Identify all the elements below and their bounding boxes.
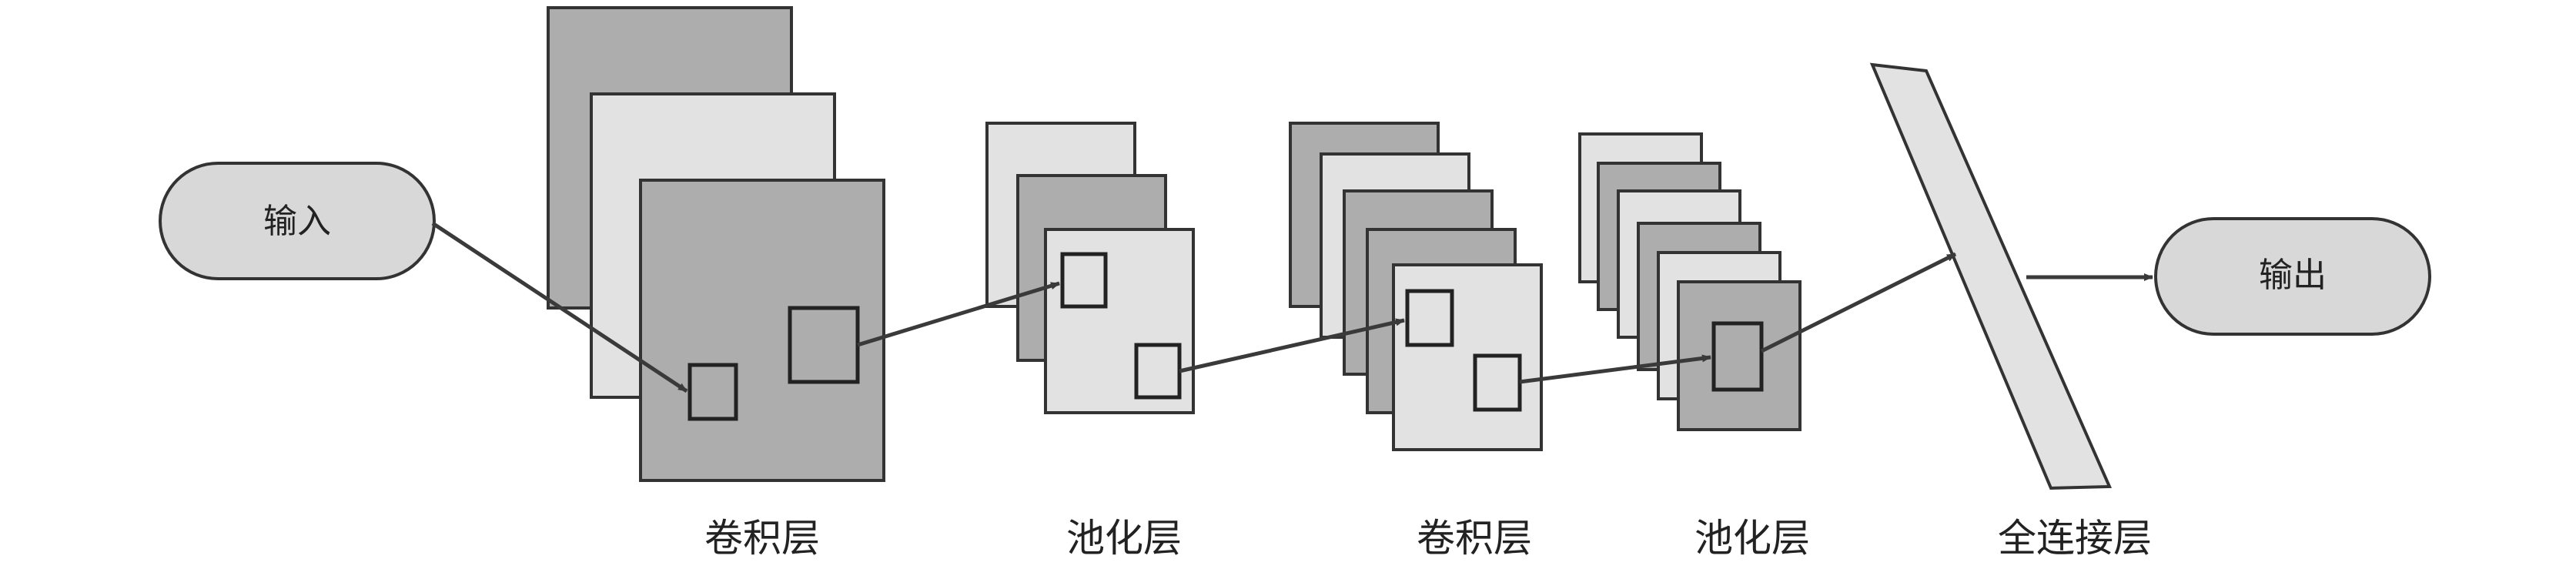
- layer-label-pool1: 池化层: [1066, 516, 1182, 561]
- connections: [431, 221, 2153, 393]
- pool2-window: [1711, 321, 1764, 392]
- pool-layer-2: [1578, 132, 1802, 431]
- fully-connected-layer: [1869, 62, 2113, 490]
- conv1-kernel-small: [687, 363, 738, 421]
- arrow-pool2-to-fc: [1760, 252, 1957, 353]
- layer-label-conv2: 卷积层: [1417, 516, 1532, 561]
- arrow-pool1-to-conv2: [1179, 318, 1405, 373]
- input-pill: [159, 162, 436, 280]
- conv-layer-2: [1289, 122, 1543, 451]
- output-pill: [2154, 217, 2431, 336]
- conv1-map-front: [639, 179, 885, 482]
- layer-label-pool2: 池化层: [1694, 516, 1810, 561]
- pool1-window-top: [1060, 252, 1108, 309]
- pool1-map-front: [1044, 228, 1195, 414]
- layer-label-conv1: 卷积层: [704, 516, 820, 561]
- arrow-conv1-to-pool1: [857, 281, 1060, 347]
- fc-bar: [1869, 62, 2113, 490]
- pool-layer-1: [985, 122, 1195, 414]
- input-label: 输入: [263, 202, 331, 241]
- arrow-conv2-to-pool2: [1519, 354, 1711, 384]
- layer-label-fc: 全连接层: [1998, 516, 2152, 561]
- conv-layer-1: [547, 6, 885, 482]
- input-node: 输入: [159, 162, 436, 280]
- output-label: 输出: [2259, 256, 2327, 295]
- conv2-kernel-bottom: [1473, 353, 1522, 412]
- conv2-kernel-top: [1405, 289, 1454, 347]
- output-node: 输出: [2154, 217, 2431, 336]
- arrow-input-to-conv1: [431, 221, 688, 393]
- layer-labels: 卷积层 池化层 卷积层 池化层 全连接层: [704, 516, 2152, 561]
- pool2-map-front: [1677, 280, 1802, 431]
